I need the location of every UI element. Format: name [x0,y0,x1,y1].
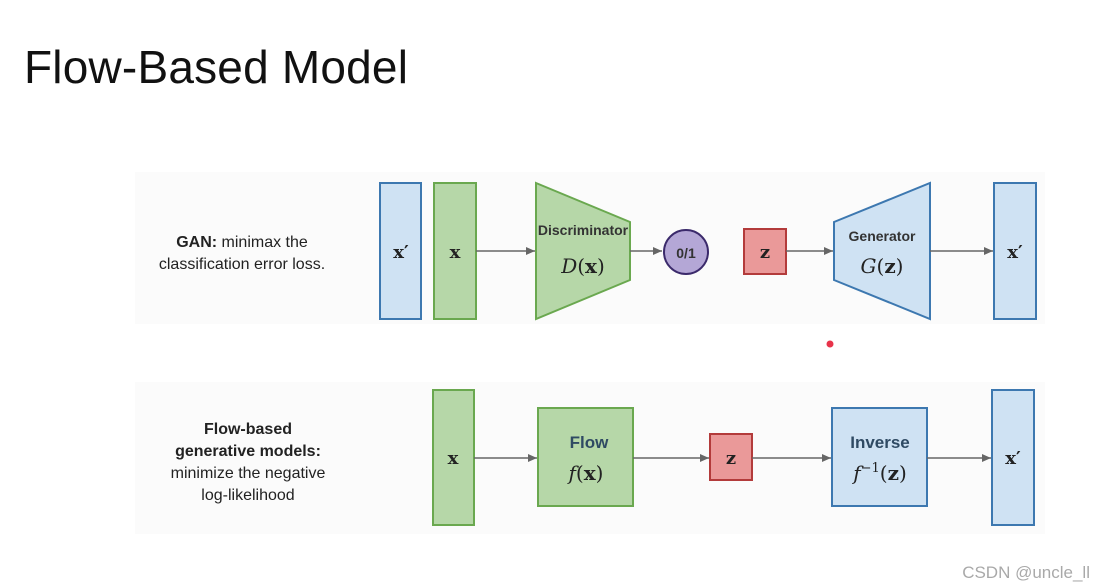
pointer-dot [826,340,834,348]
gan-latent-box [743,228,787,275]
discriminator-block [535,181,631,321]
flow-transform-title: Flow [570,433,609,452]
generator-block [833,181,931,321]
slide-title: Flow-Based Model [24,41,409,93]
flow-caption-line1: Flow-based [204,421,292,438]
flow-inverse-func: f−1(z) [851,461,907,485]
output-probability-label: 0/1 [676,245,696,261]
flow-latent-box [709,433,753,481]
generator-func: G(z) [861,254,904,278]
flow-output-label: x′ [1005,448,1021,469]
generator-title: Generator [849,228,916,244]
watermark: CSDN @uncle_ll [962,563,1090,582]
gan-caption-line2: classification error loss. [159,256,325,273]
gan-data-label: x [450,242,461,263]
gan-caption-rest: minimax the [217,234,308,251]
discriminator-title: Discriminator [538,222,629,238]
gan-real-sample-label: x′ [393,242,409,263]
flow-inverse-block [831,407,928,507]
flow-input-box [432,389,475,526]
flow-caption-line3: minimize the negative [171,465,326,482]
flow-caption-line4: log-likelihood [201,487,294,504]
output-probability-node [663,229,709,275]
flow-transform-func: f(x) [567,461,604,485]
flow-caption-line2: generative models: [175,443,321,460]
flow-transform-block [537,407,634,507]
flow-caption: Flow-based generative models: minimize t… [171,421,326,504]
svg-text:GAN: minimax the: GAN: minimax the [176,234,308,251]
gan-latent-label: z [760,242,770,263]
flow-latent-label: z [726,448,736,469]
gan-caption: GAN: minimax the classification error lo… [159,234,325,273]
gan-generated-label: x′ [1007,242,1023,263]
gan-real-sample-box [379,182,422,320]
flow-inverse-title: Inverse [850,433,910,452]
discriminator-func: D(x) [560,254,605,278]
flow-output-box [991,389,1035,526]
gan-generated-box [993,182,1037,320]
gan-caption-bold: GAN: [176,234,217,251]
flow-input-label: x [448,448,459,469]
